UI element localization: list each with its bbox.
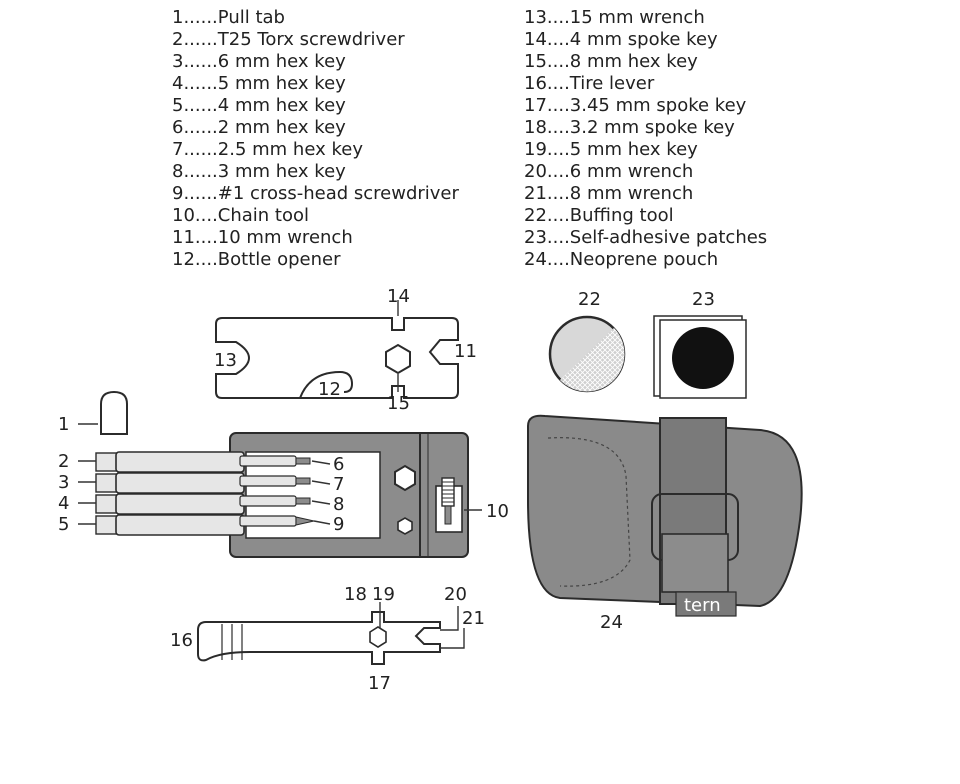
legend-item-6: 6......2 mm hex key: [172, 117, 346, 138]
legend-item-12: 12....Bottle opener: [172, 249, 341, 270]
legend-item-19: 19....5 mm hex key: [524, 139, 698, 160]
legend-item-14: 14....4 mm spoke key: [524, 29, 718, 50]
multi-tool-body: [229, 432, 469, 558]
callout-1: 1: [58, 414, 69, 435]
callout-7: 7: [333, 474, 344, 495]
callout-9: 9: [333, 514, 344, 535]
callouts: 1 2 3 4 5 6 7 8 9 10 11 12 13 14 15 16 1…: [58, 286, 715, 694]
callout-17: 17: [368, 673, 391, 694]
bits-left: [95, 451, 245, 536]
callout-2: 2: [58, 451, 69, 472]
legend-item-24: 24....Neoprene pouch: [524, 249, 719, 270]
legend-item-9: 9......#1 cross-head screwdriver: [172, 183, 459, 204]
callout-13: 13: [214, 350, 237, 371]
callout-12: 12: [318, 379, 341, 400]
callout-22: 22: [578, 289, 601, 310]
tire-lever: [197, 611, 441, 665]
callout-23: 23: [692, 289, 715, 310]
leader-lines: [78, 300, 482, 649]
callout-3: 3: [58, 472, 69, 493]
legend-item-11: 11....10 mm wrench: [172, 227, 353, 248]
keys-right: [239, 455, 315, 527]
legend-item-18: 18....3.2 mm spoke key: [524, 117, 735, 138]
callout-5: 5: [58, 514, 69, 535]
pull-tab: [100, 390, 128, 435]
legend-item-20: 20....6 mm wrench: [524, 161, 694, 182]
patches: [653, 315, 747, 399]
legend-item-7: 7......2.5 mm hex key: [172, 139, 363, 160]
callout-6: 6: [333, 454, 344, 475]
callout-16: 16: [170, 630, 193, 651]
callout-19: 19: [372, 584, 395, 605]
legend-item-17: 17....3.45 mm spoke key: [524, 95, 747, 116]
callout-8: 8: [333, 494, 344, 515]
legend-left: 1......Pull tab 2......T25 Torx screwdri…: [172, 7, 459, 271]
callout-4: 4: [58, 493, 69, 514]
legend-right: 13....15 mm wrench 14....4 mm spoke key …: [524, 7, 767, 271]
legend-item-15: 15....8 mm hex key: [524, 51, 698, 72]
callout-10: 10: [486, 501, 509, 522]
callout-18: 18: [344, 584, 367, 605]
legend-item-23: 23....Self-adhesive patches: [524, 227, 768, 248]
legend-item-3: 3......6 mm hex key: [172, 51, 346, 72]
neoprene-pouch: tern: [527, 414, 803, 617]
legend-item-1: 1......Pull tab: [172, 7, 285, 28]
legend-item-2: 2......T25 Torx screwdriver: [172, 29, 405, 50]
legend-item-13: 13....15 mm wrench: [524, 7, 705, 28]
brand-logo: tern: [684, 595, 721, 616]
legend-item-5: 5......4 mm hex key: [172, 95, 346, 116]
callout-14: 14: [387, 286, 410, 307]
legend-item-10: 10....Chain tool: [172, 205, 310, 226]
buffing-tool: [548, 315, 626, 393]
legend-item-21: 21....8 mm wrench: [524, 183, 694, 204]
legend-item-16: 16....Tire lever: [524, 73, 655, 94]
callout-20: 20: [444, 584, 467, 605]
legend-item-8: 8......3 mm hex key: [172, 161, 346, 182]
legend-item-4: 4......5 mm hex key: [172, 73, 346, 94]
callout-15: 15: [387, 393, 410, 414]
callout-11: 11: [454, 341, 477, 362]
callout-24: 24: [600, 612, 623, 633]
legend-item-22: 22....Buffing tool: [524, 205, 674, 226]
callout-21: 21: [462, 608, 485, 629]
